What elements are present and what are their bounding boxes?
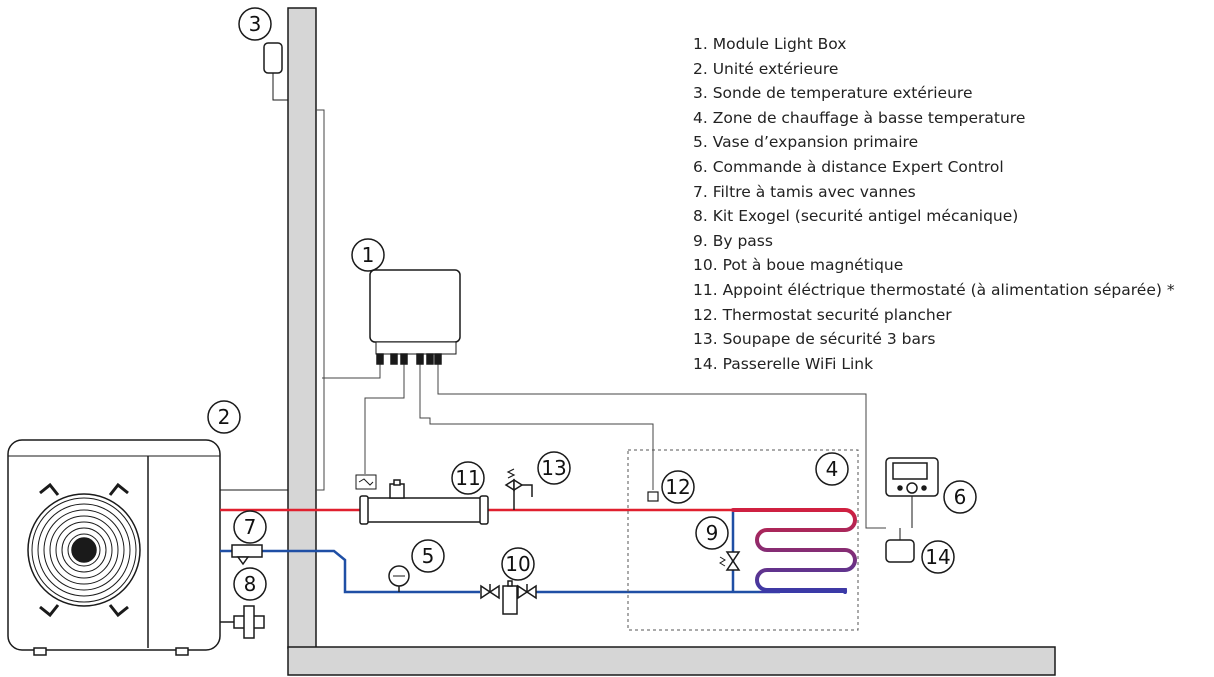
callout-14: 14	[925, 545, 950, 569]
bypass-valve-icon	[719, 551, 741, 571]
component-legend: 1. Module Light Box 2. Unité extérieure …	[693, 32, 1175, 376]
floor-safety-thermostat	[647, 491, 659, 502]
wifi-link-gateway	[885, 528, 915, 563]
building-wall	[287, 7, 1056, 676]
low-temperature-heating-zone	[627, 449, 859, 631]
callout-10: 10	[505, 552, 530, 576]
callout-2: 2	[218, 405, 231, 429]
legend-item: 10. Pot à boue magnétique	[693, 256, 904, 275]
callout-5: 5	[422, 544, 435, 568]
legend-item: 12. Thermostat securité plancher	[693, 305, 952, 324]
callout-7: 7	[244, 515, 257, 539]
strainer-filter-icon	[231, 544, 263, 566]
legend-item: 8. Kit Exogel (securité antigel mécaniqu…	[693, 207, 1019, 226]
expansion-vessel-icon	[388, 565, 410, 592]
legend-item: 3. Sonde de temperature extérieure	[693, 84, 973, 103]
callout-1: 1	[362, 243, 375, 267]
outdoor-unit	[7, 439, 221, 656]
legend-item: 6. Commande à distance Expert Control	[693, 157, 1004, 176]
callout-4: 4	[826, 457, 839, 481]
outdoor-temperature-sensor	[263, 42, 288, 101]
callout-numbers: 3 1 2 4 5 6 7 8 9 10 11 12 13 14	[218, 12, 967, 596]
legend-item: 11. Appoint éléctrique thermostaté (à al…	[693, 280, 1175, 299]
control-wiring	[316, 109, 886, 529]
legend-item: 5. Vase d’expansion primaire	[693, 133, 919, 152]
legend-item: 14. Passerelle WiFi Link	[693, 354, 874, 373]
callout-markers	[207, 7, 977, 601]
callout-6: 6	[954, 485, 967, 509]
electric-backup-heater	[359, 479, 489, 525]
fan-grille-icon	[31, 497, 137, 603]
antifreeze-kit-icon	[220, 605, 265, 639]
callout-12: 12	[665, 475, 690, 499]
callout-3: 3	[249, 12, 262, 36]
safety-valve-icon	[504, 468, 533, 510]
callout-8: 8	[244, 572, 257, 596]
callout-13: 13	[541, 456, 566, 480]
callout-9: 9	[706, 521, 719, 545]
legend-item: 9. By pass	[693, 231, 773, 250]
legend-item: 2. Unité extérieure	[693, 59, 839, 78]
switch-icon	[355, 474, 377, 490]
legend-item: 1. Module Light Box	[693, 35, 847, 53]
magnetic-filter-icon	[480, 580, 537, 615]
callout-11: 11	[455, 466, 480, 490]
legend-item: 4. Zone de chauffage à basse temperature	[693, 108, 1026, 127]
expert-control-remote	[885, 457, 939, 528]
legend-item: 13. Soupape de sécurité 3 bars	[693, 330, 936, 349]
light-box-module	[369, 269, 461, 365]
legend-item: 7. Filtre à tamis avec vannes	[693, 182, 916, 201]
floor-heating-coil	[731, 508, 857, 594]
